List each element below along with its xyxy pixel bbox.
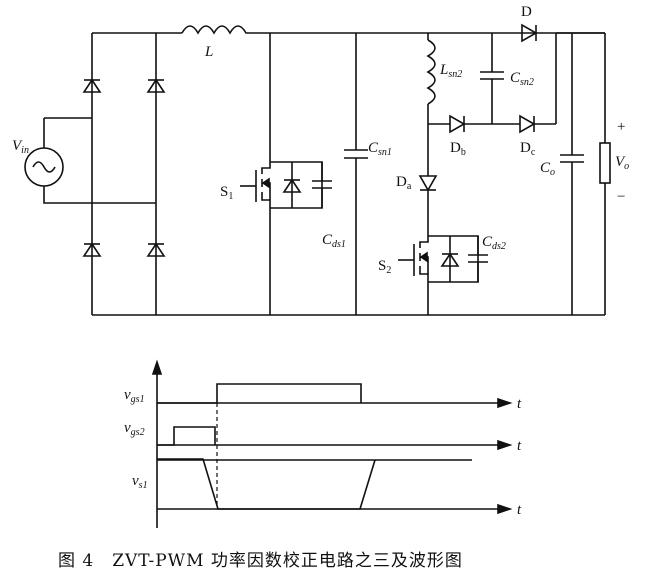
label-minus: −	[617, 189, 625, 205]
aux-diodes	[428, 33, 556, 134]
vgs2-waveform	[157, 426, 216, 446]
s1-body-diode	[282, 178, 302, 193]
label-Da: Da	[396, 174, 412, 192]
label-t1: t	[517, 396, 522, 412]
figure-caption: 图 4 ZVT-PWM 功率因数校正电路之三及波形图	[58, 551, 463, 571]
inductor-Lsn2	[426, 39, 436, 105]
label-vin: Vin	[12, 138, 29, 156]
snubber-column	[398, 33, 488, 315]
label-t3: t	[517, 502, 522, 518]
bridge-diode-2	[146, 78, 166, 93]
bridge-rectifier	[43, 33, 166, 315]
bridge-diode-1	[82, 78, 102, 93]
load-Vo	[599, 33, 611, 315]
diode-Dc	[519, 114, 536, 134]
switch-S1-branch	[240, 33, 332, 315]
circuit-diagram: Vin L Lsn2 Csn2 Csn1 Cds1 Cds2 Co Vo S1 …	[12, 4, 629, 316]
label-L: L	[204, 44, 213, 60]
label-Cds1: Cds1	[322, 232, 346, 250]
label-S2: S2	[378, 258, 391, 276]
vgs1-waveform	[157, 383, 362, 404]
s2-body-diode	[440, 252, 460, 267]
label-Lsn2: Lsn2	[439, 62, 462, 80]
bridge-diode-3	[82, 242, 102, 257]
waveform-diagram: vgs1 vgs2 vs1 t t t	[124, 359, 522, 528]
diode-D	[521, 23, 538, 43]
label-Csn2: Csn2	[510, 70, 534, 88]
capacitor-Co	[560, 33, 584, 315]
cds2-capacitor	[468, 236, 488, 282]
inductor-L	[181, 25, 250, 35]
label-vgs2: vgs2	[124, 420, 145, 438]
label-Dc: Dc	[520, 140, 536, 158]
label-vs1: vs1	[132, 473, 148, 491]
label-vgs1: vgs1	[124, 387, 145, 405]
label-Co: Co	[540, 160, 555, 178]
diode-Da	[418, 175, 438, 192]
label-t2: t	[517, 438, 522, 454]
capacitor-Csn2	[480, 33, 504, 124]
ac-bottom-wire	[43, 186, 156, 204]
label-Csn1: Csn1	[368, 140, 392, 158]
label-Db: Db	[450, 140, 466, 158]
y-axis-arrow	[151, 359, 163, 375]
label-S1: S1	[220, 184, 233, 202]
label-plus: +	[617, 119, 625, 135]
label-Cds2: Cds2	[482, 234, 506, 252]
label-D: D	[521, 4, 532, 20]
diode-Db	[449, 114, 466, 134]
capacitor-Csn1	[344, 33, 368, 315]
bridge-diode-4	[146, 242, 166, 257]
ac-source-vin	[24, 147, 64, 187]
vs1-waveform	[157, 458, 376, 510]
cds1-capacitor	[312, 162, 332, 208]
label-Vo: Vo	[615, 154, 629, 172]
